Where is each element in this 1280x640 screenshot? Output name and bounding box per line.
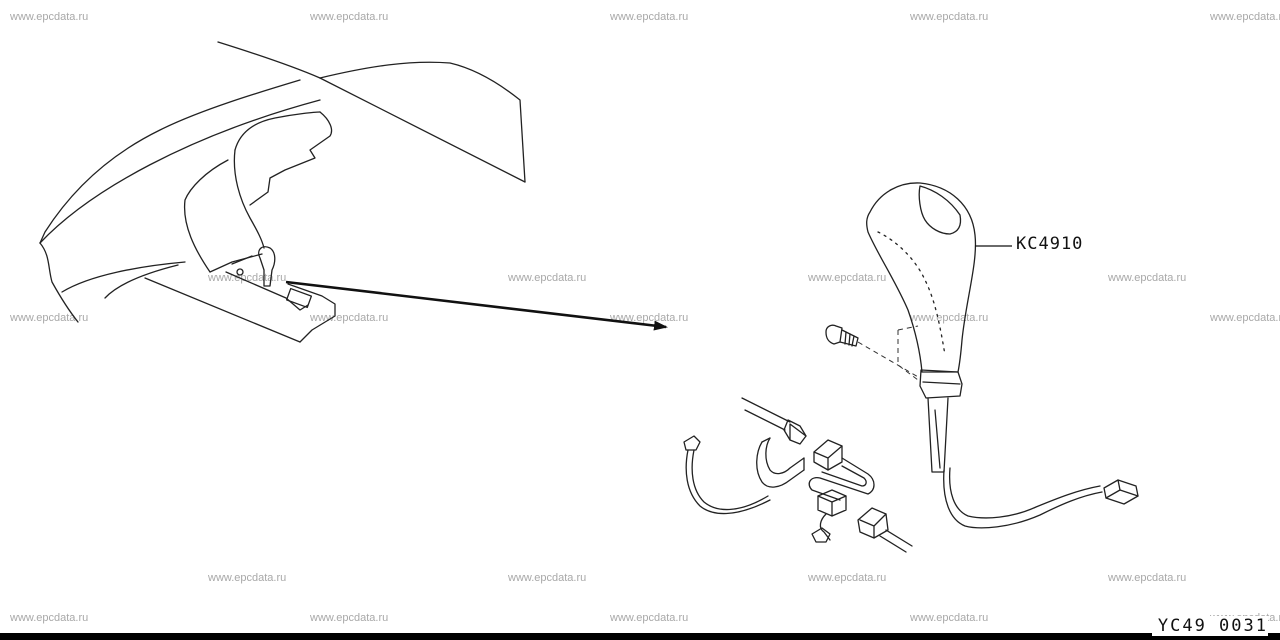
interior-overview-drawing <box>39 41 526 343</box>
watermark: www.epcdata.ru <box>310 312 389 324</box>
watermark: www.epcdata.ru <box>310 11 389 23</box>
watermark: www.epcdata.ru <box>208 272 287 284</box>
part-number-label: KC4910 <box>1016 234 1084 254</box>
watermark: www.epcdata.ru <box>10 612 89 624</box>
watermark: www.epcdata.ru <box>910 312 989 324</box>
watermark: www.epcdata.ru <box>1210 312 1280 324</box>
watermark: www.epcdata.ru <box>10 312 89 324</box>
watermark: www.epcdata.ru <box>808 572 887 584</box>
watermark: www.epcdata.ru <box>610 612 689 624</box>
watermark: www.epcdata.ru <box>1210 11 1280 23</box>
watermark: www.epcdata.ru <box>910 11 989 23</box>
watermark: www.epcdata.ru <box>10 11 89 23</box>
watermark: www.epcdata.ru <box>508 572 587 584</box>
bottom-border <box>0 633 1280 640</box>
watermark: www.epcdata.ru <box>1108 272 1187 284</box>
shift-knob-drawing <box>683 182 1139 553</box>
watermark: www.epcdata.ru <box>208 572 287 584</box>
figure-code: YC49 0031 <box>1151 616 1268 636</box>
detail-arrow <box>285 280 668 331</box>
watermark: www.epcdata.ru <box>1108 572 1187 584</box>
watermark: www.epcdata.ru <box>310 612 389 624</box>
watermark: www.epcdata.ru <box>910 612 989 624</box>
watermark: www.epcdata.ru <box>610 11 689 23</box>
watermark: www.epcdata.ru <box>610 312 689 324</box>
watermark: www.epcdata.ru <box>808 272 887 284</box>
watermark: www.epcdata.ru <box>508 272 587 284</box>
